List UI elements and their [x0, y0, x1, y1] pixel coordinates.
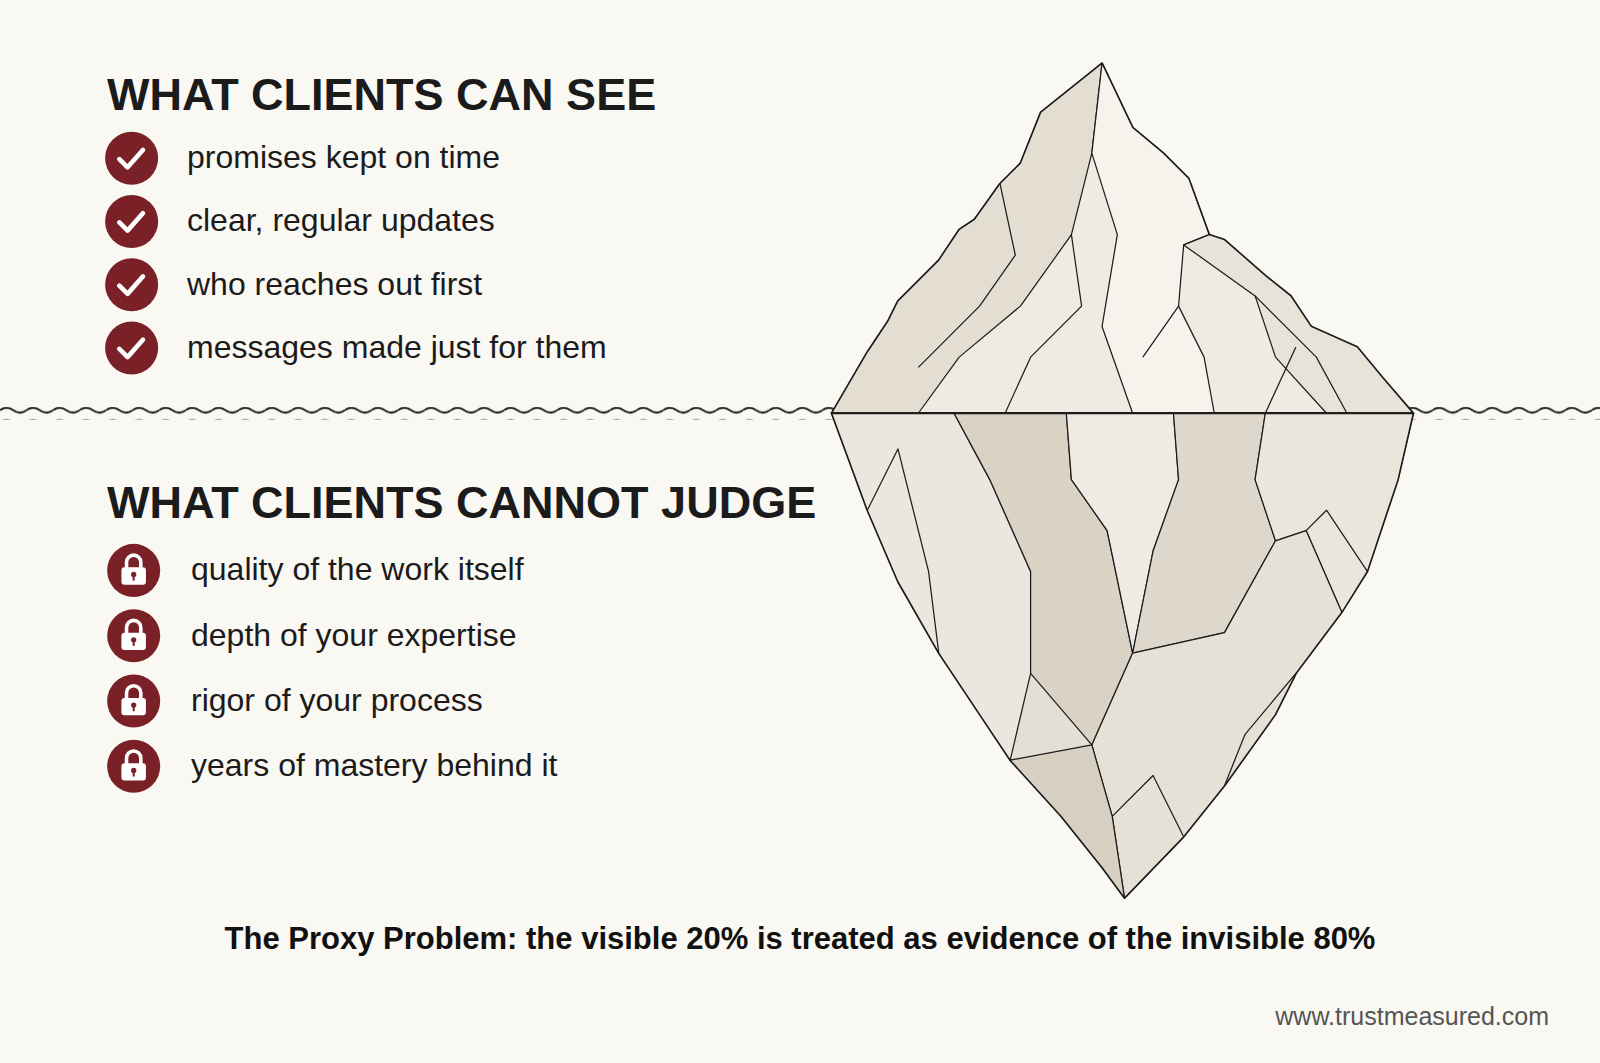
list-item: depth of your expertise — [191, 618, 517, 653]
list-item: quality of the work itself — [191, 552, 524, 587]
section-heading: WHAT CLIENTS CANNOT JUDGE — [107, 478, 816, 528]
list-item: promises kept on time — [187, 140, 500, 175]
check-icon — [105, 132, 158, 375]
list-item: clear, regular updates — [187, 203, 495, 238]
watermark: www.trustmeasured.com — [1275, 1003, 1549, 1031]
iceberg — [832, 63, 1414, 898]
list-item: who reaches out first — [187, 267, 482, 302]
caption: The Proxy Problem: the visible 20% is tr… — [225, 922, 1376, 956]
list-item: years of mastery behind it — [191, 748, 557, 783]
lock-icon — [107, 544, 160, 793]
section-heading: WHAT CLIENTS CAN SEE — [107, 70, 656, 120]
list-item: rigor of your process — [191, 683, 483, 718]
list-item: messages made just for them — [187, 330, 607, 365]
